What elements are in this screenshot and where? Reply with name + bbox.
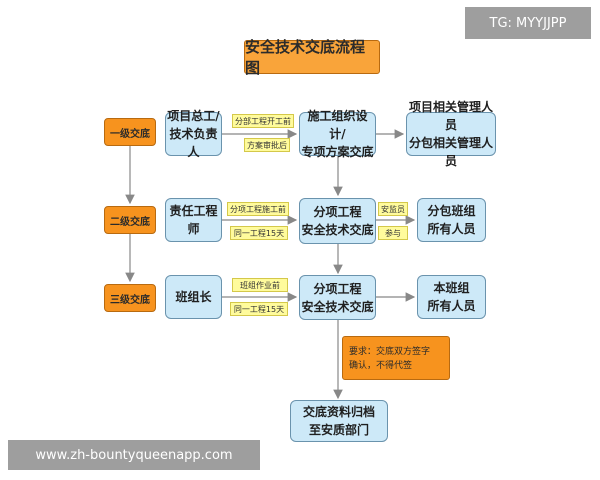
tag-row3-timing: 班组作业前 (232, 278, 288, 292)
tag-row3-interval: 同一工程15天 (230, 302, 288, 316)
tag-row1-timing: 分部工程开工前 (232, 114, 294, 128)
node-team-leader: 班组长 (165, 275, 222, 319)
node-project-chief-engineer: 项目总工/ 技术负责人 (165, 109, 222, 159)
node-management-staff: 项目相关管理人员 分包相关管理人员 (406, 100, 496, 168)
node-subitem-safety-briefing-2: 分项工程 安全技术交底 (299, 198, 376, 244)
level-2-box: 二级交底 (104, 206, 156, 234)
node-subitem-safety-briefing-3: 分项工程 安全技术交底 (299, 275, 376, 320)
tg-badge: TG: MYYJJPP (465, 7, 591, 39)
node-own-team: 本班组 所有人员 (417, 275, 486, 319)
watermark-url: www.zh-bountyqueenapp.com (8, 440, 260, 470)
page-title: 安全技术交底流程图 (244, 38, 380, 77)
node-responsible-engineer: 责任工程师 (165, 198, 222, 242)
node-subcontract-team: 分包班组 所有人员 (417, 198, 486, 242)
level-3-box: 三级交底 (104, 284, 156, 312)
node-construction-plan-briefing: 施工组织设计/ 专项方案交底 (299, 109, 376, 159)
tag-participate: 参与 (378, 226, 408, 240)
tag-row2-timing: 分项工程施工前 (227, 202, 289, 216)
requirement-note: 要求：交底双方签字 确认，不得代签 (342, 336, 450, 380)
node-archive: 交底资料归档 至安质部门 (290, 400, 388, 442)
level-1-box: 一级交底 (104, 118, 156, 146)
tag-row1-condition: 方案审批后 (244, 138, 290, 152)
tag-safety-officer: 安监员 (378, 202, 408, 216)
tag-row2-interval: 同一工程15天 (230, 226, 288, 240)
